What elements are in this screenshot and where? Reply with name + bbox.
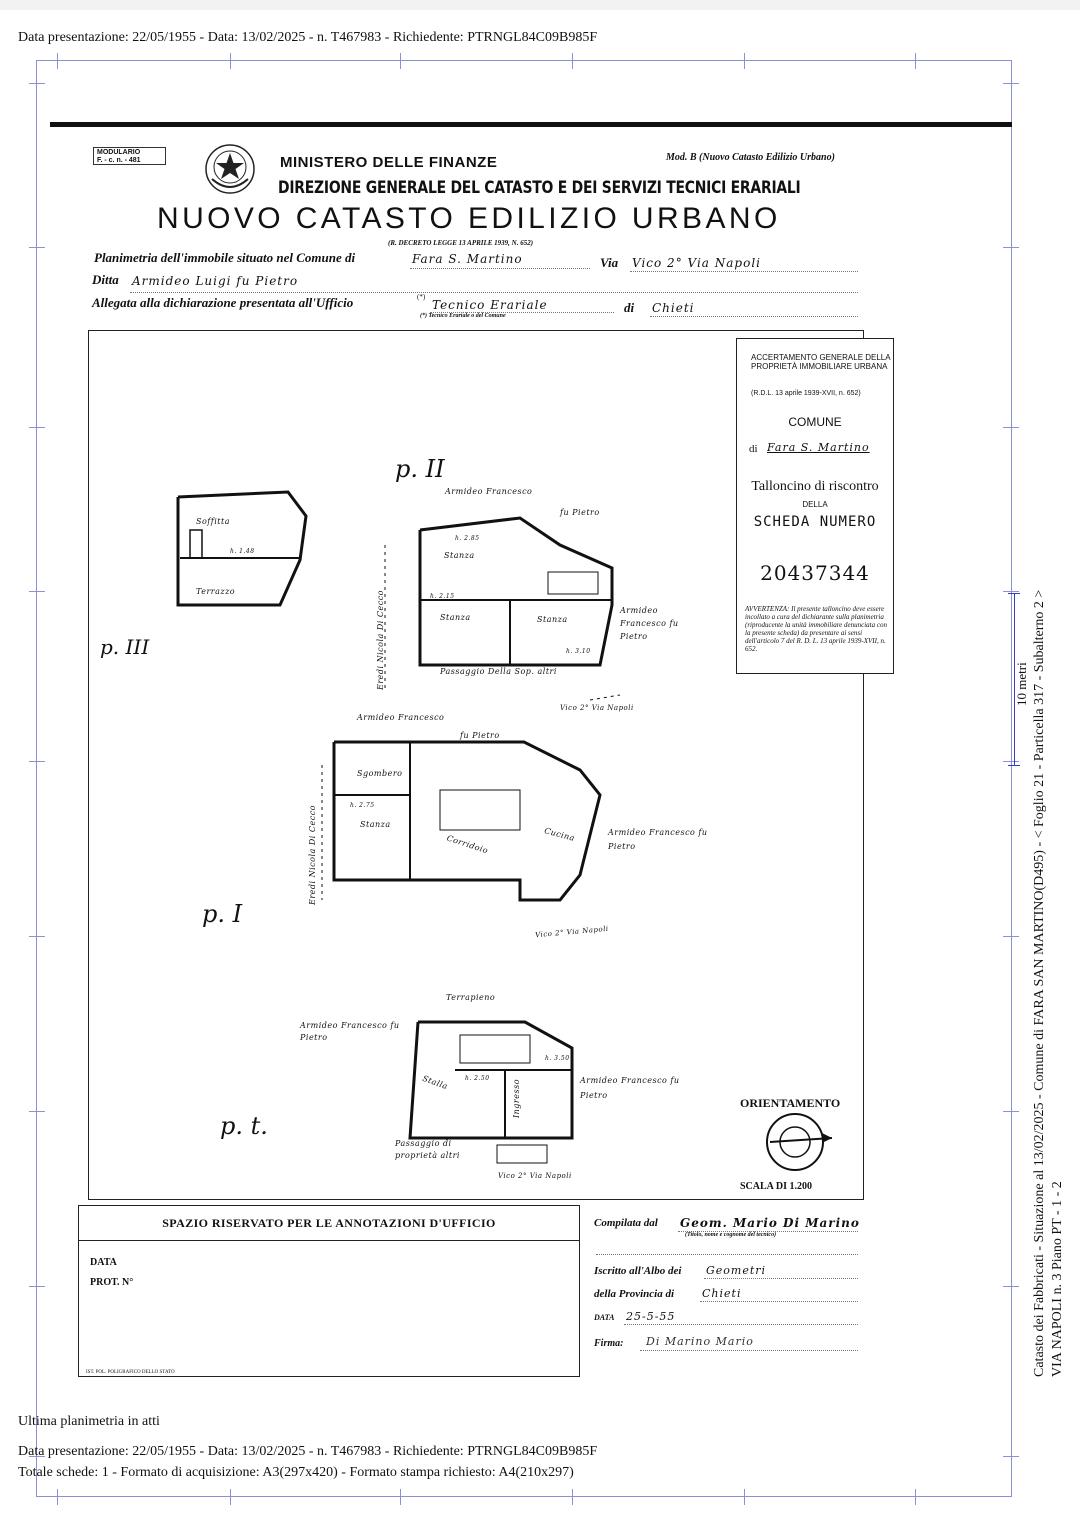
talloncino-title: Talloncino di riscontro (751, 479, 879, 494)
room-terrazzo: Terrazzo (196, 587, 236, 596)
level-p1-label: p. I (202, 900, 243, 928)
vico-label-p2: Vico 2° Via Napoli (560, 704, 634, 712)
compilata-label: Compilata dal (594, 1217, 658, 1229)
height-310: h. 3.10 (566, 648, 591, 655)
annotations-prot-label: PROT. N° (90, 1277, 134, 1288)
room-ingresso: Ingresso (512, 1078, 521, 1118)
modulario-box: MODULARIO F. - c. n. - 481 (93, 147, 166, 165)
height-275: h. 2.75 (350, 802, 375, 809)
height-148: h. 1.48 (230, 548, 255, 555)
room-sgombero: Sgombero (357, 769, 403, 778)
compiler-data-value: 25-5-55 (626, 1310, 676, 1323)
plan-area (88, 330, 864, 1200)
room-stanza-p2-c: Stanza (537, 615, 568, 624)
side-address-line: VIA NAPOLI n. 3 Piano PT - 1 - 2 (1050, 1181, 1065, 1377)
provincia-value: Chieti (702, 1287, 742, 1300)
firma-label: Firma: (594, 1338, 624, 1349)
header-presentation-line: Data presentazione: 22/05/1955 - Data: 1… (18, 30, 598, 45)
comune-sidebox-value: Fara S. Martino (767, 441, 870, 454)
neighbour-east-p1: Armideo Francesco fu Pietro (608, 828, 708, 851)
via-value: Vico 2° Via Napoli (632, 256, 761, 270)
scheda-number: 20437344 (760, 561, 870, 585)
scheda-label: SCHEDA NUMERO (753, 514, 877, 530)
compilata-note: (Titolo, nome e cognome del tecnico) (685, 1232, 777, 1238)
di-comune-label: di (749, 443, 758, 455)
footer-last-plan: Ultima planimetria in atti (18, 1414, 160, 1429)
annotations-heading: SPAZIO RISERVATO PER LE ANNOTAZIONI D'UF… (78, 1205, 580, 1241)
terrapieno-label: Terrapieno (446, 993, 496, 1002)
di-value: Chieti (652, 301, 695, 315)
comune-value: Fara S. Martino (412, 252, 523, 266)
iscritto-value: Geometri (706, 1264, 767, 1277)
room-stanza-p1: Stanza (360, 820, 391, 829)
della-label: DELLA (802, 500, 828, 509)
ditta-value: Armideo Luigi fu Pietro (132, 274, 299, 288)
orientamento-label: ORIENTAMENTO (740, 1096, 841, 1110)
room-soffitta: Soffitta (196, 517, 230, 526)
allegata-label: Allegata alla dichiarazione presentata a… (92, 295, 354, 310)
height-350: h. 3.50 (545, 1055, 570, 1062)
ditta-label: Ditta (92, 272, 119, 287)
scale-bar (1014, 593, 1015, 765)
republic-emblem-icon (205, 144, 255, 194)
passaggio-pt: Passaggio di proprietà altri (395, 1139, 460, 1160)
mod-b-label: Mod. B (Nuovo Catasto Edilizio Urbano) (666, 152, 835, 163)
annotations-box (78, 1205, 580, 1377)
neighbour-fu-pietro: fu Pietro (560, 508, 600, 517)
height-250: h. 2.50 (465, 1075, 490, 1082)
top-rule (50, 122, 1012, 127)
ministry-title: MINISTERO DELLE FINANZE (280, 154, 498, 171)
footer-presentation-line: Data presentazione: 22/05/1955 - Data: 1… (18, 1444, 598, 1459)
provincia-label: della Provincia di (594, 1288, 675, 1300)
neighbour-north-p1-fu: fu Pietro (460, 731, 500, 740)
neighbour-west-pt: Armideo Francesco fu Pietro (300, 1021, 400, 1042)
catasto-title: NUOVO CATASTO EDILIZIO URBANO (157, 202, 781, 235)
level-p2-label: p. II (395, 455, 445, 483)
iscritto-label: Iscritto all'Albo dei (594, 1265, 682, 1277)
level-p3-label: p. III (100, 635, 150, 659)
talloncino-box: ACCERTAMENTO GENERALE DELLA PROPRIETÀ IM… (736, 338, 894, 674)
avvertenza-text: AVVERTENZA: Il presente talloncino deve … (745, 605, 887, 653)
top-strip (0, 0, 1080, 10)
ufficio-value: Tecnico Erariale (432, 298, 548, 312)
room-stanza-p2-b: Stanza (440, 613, 471, 622)
comune-label: COMUNE (788, 415, 842, 429)
eredi-label-p1: Eredi Nicola Di Cecco (308, 805, 317, 905)
accertamento-text: ACCERTAMENTO GENERALE DELLA PROPRIETÀ IM… (751, 353, 891, 371)
scale-bar-label: 10 metri (1014, 662, 1029, 706)
direzione-title: DIREZIONE GENERALE DEL CATASTO E DEI SER… (278, 178, 801, 198)
eredi-label-p2: Eredi Nicola Di Cecco (376, 590, 385, 690)
ufficio-note: (*) Tecnico Erariale o del Comune (420, 313, 506, 319)
passaggio-p2: Passaggio Della Sop. altri (440, 667, 557, 676)
neighbour-north-p1: Armideo Francesco (357, 713, 445, 722)
side-catasto-line: Catasto dei Fabbricati - Situazione al 1… (1032, 589, 1047, 1377)
neighbour-armideo-francesco: Armideo Francesco (445, 487, 533, 496)
level-pt-label: p. t. (220, 1112, 268, 1140)
compiler-data-label: DATA (594, 1313, 615, 1322)
rdl-text: (R.D.L. 13 aprile 1939-XVII, n. 652) (751, 390, 861, 397)
annotations-data-label: DATA (90, 1257, 117, 1268)
compilata-value: Geom. Mario Di Marino (680, 1216, 860, 1230)
compass-icon (766, 1113, 833, 1171)
printer-note: IST. POL. POLIGRAFICO DELLO STATO (86, 1370, 175, 1375)
di-label: di (624, 300, 635, 315)
room-stanza-p2-a: Stanza (444, 551, 475, 560)
firma-signature: Di Marino Mario (646, 1335, 754, 1348)
via-label: Via (600, 255, 619, 270)
scale-label: SCALA DI 1.200 (740, 1181, 812, 1192)
decreto-note: (R. DECRETO LEGGE 13 APRILE 1939, N. 652… (388, 239, 534, 247)
height-285: h. 2.85 (455, 535, 480, 542)
neighbour-east-p2: Armideo Francesco fu Pietro (620, 606, 679, 641)
height-215: h. 2.15 (430, 593, 455, 600)
footer-schede-line: Totale schede: 1 - Formato di acquisizio… (18, 1465, 574, 1480)
planimetria-label: Planimetria dell'immobile situato nel Co… (94, 250, 356, 265)
page-frame (29, 53, 1019, 1505)
neighbour-east-pt: Armideo Francesco fu Pietro (580, 1076, 680, 1100)
vico-label-pt: Vico 2° Via Napoli (498, 1172, 572, 1180)
